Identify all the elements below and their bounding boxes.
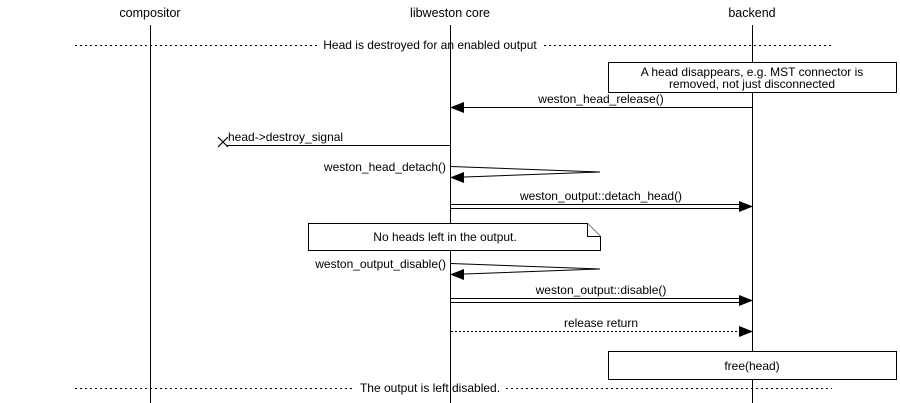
note-head-disappears-line-2: removed, not just disconnected xyxy=(669,77,835,91)
message-weston-head-detach-label: weston_head_detach() xyxy=(323,160,446,174)
arrowhead-left-icon xyxy=(450,102,464,113)
participant-headers: compositor libweston core backend xyxy=(119,6,775,20)
divider-output-left-disabled: The output is left disabled. xyxy=(75,381,832,395)
message-head-destroy-signal: head->destroy_signal xyxy=(217,128,451,148)
message-weston-head-release-label: weston_head_release() xyxy=(537,92,663,106)
message-release-return: release return xyxy=(450,300,753,337)
participant-label-backend: backend xyxy=(728,6,775,20)
arrowhead-left-icon xyxy=(450,269,464,280)
message-weston-head-detach: weston_head_detach() xyxy=(323,160,601,183)
divider-head-destroyed: Head is destroyed for an enabled output xyxy=(75,38,832,52)
note-no-heads-left-label: No heads left in the output. xyxy=(373,230,516,244)
message-weston-output-disable-label: weston_output::disable() xyxy=(535,283,667,297)
destroy-x-icon xyxy=(217,136,229,148)
note-head-disappears-box xyxy=(608,62,897,93)
note-free-head-label: free(head) xyxy=(724,359,779,373)
message-head-destroy-signal-label: head->destroy_signal xyxy=(228,130,343,144)
participant-label-compositor: compositor xyxy=(119,6,180,20)
message-weston-head-release: weston_head_release() xyxy=(450,92,752,113)
message-weston-output-disable-self-label: weston_output_disable() xyxy=(314,257,446,271)
note-head-disappears: A head disappears, e.g. MST connector is… xyxy=(608,62,897,93)
divider-label-bottom: The output is left disabled. xyxy=(360,381,500,395)
message-weston-output-detach-head: weston_output::detach_head() xyxy=(451,189,753,212)
note-no-heads-left-fold-icon xyxy=(587,223,601,237)
divider-label-top: Head is destroyed for an enabled output xyxy=(323,38,537,52)
note-no-heads-left: No heads left in the output. xyxy=(308,223,601,251)
message-release-return-label: release return xyxy=(564,316,638,330)
note-head-disappears-line-1: A head disappears, e.g. MST connector is xyxy=(641,65,864,79)
message-weston-output-disable-self-loop xyxy=(450,263,601,275)
note-no-heads-left-box xyxy=(308,223,601,251)
arrowhead-left-icon xyxy=(450,172,464,183)
participant-label-libweston-core: libweston core xyxy=(410,6,490,20)
arrowhead-right-icon xyxy=(739,326,753,337)
message-weston-output-disable: weston_output::disable() xyxy=(451,283,753,306)
arrowhead-right-icon xyxy=(739,295,753,306)
message-weston-output-detach-head-label: weston_output::detach_head() xyxy=(519,189,682,203)
note-free-head: free(head) xyxy=(608,351,897,380)
message-weston-output-disable-self: weston_output_disable() xyxy=(314,257,601,280)
note-free-head-box xyxy=(608,351,897,380)
message-weston-head-detach-loop xyxy=(450,166,601,178)
arrowhead-right-icon xyxy=(739,201,753,212)
